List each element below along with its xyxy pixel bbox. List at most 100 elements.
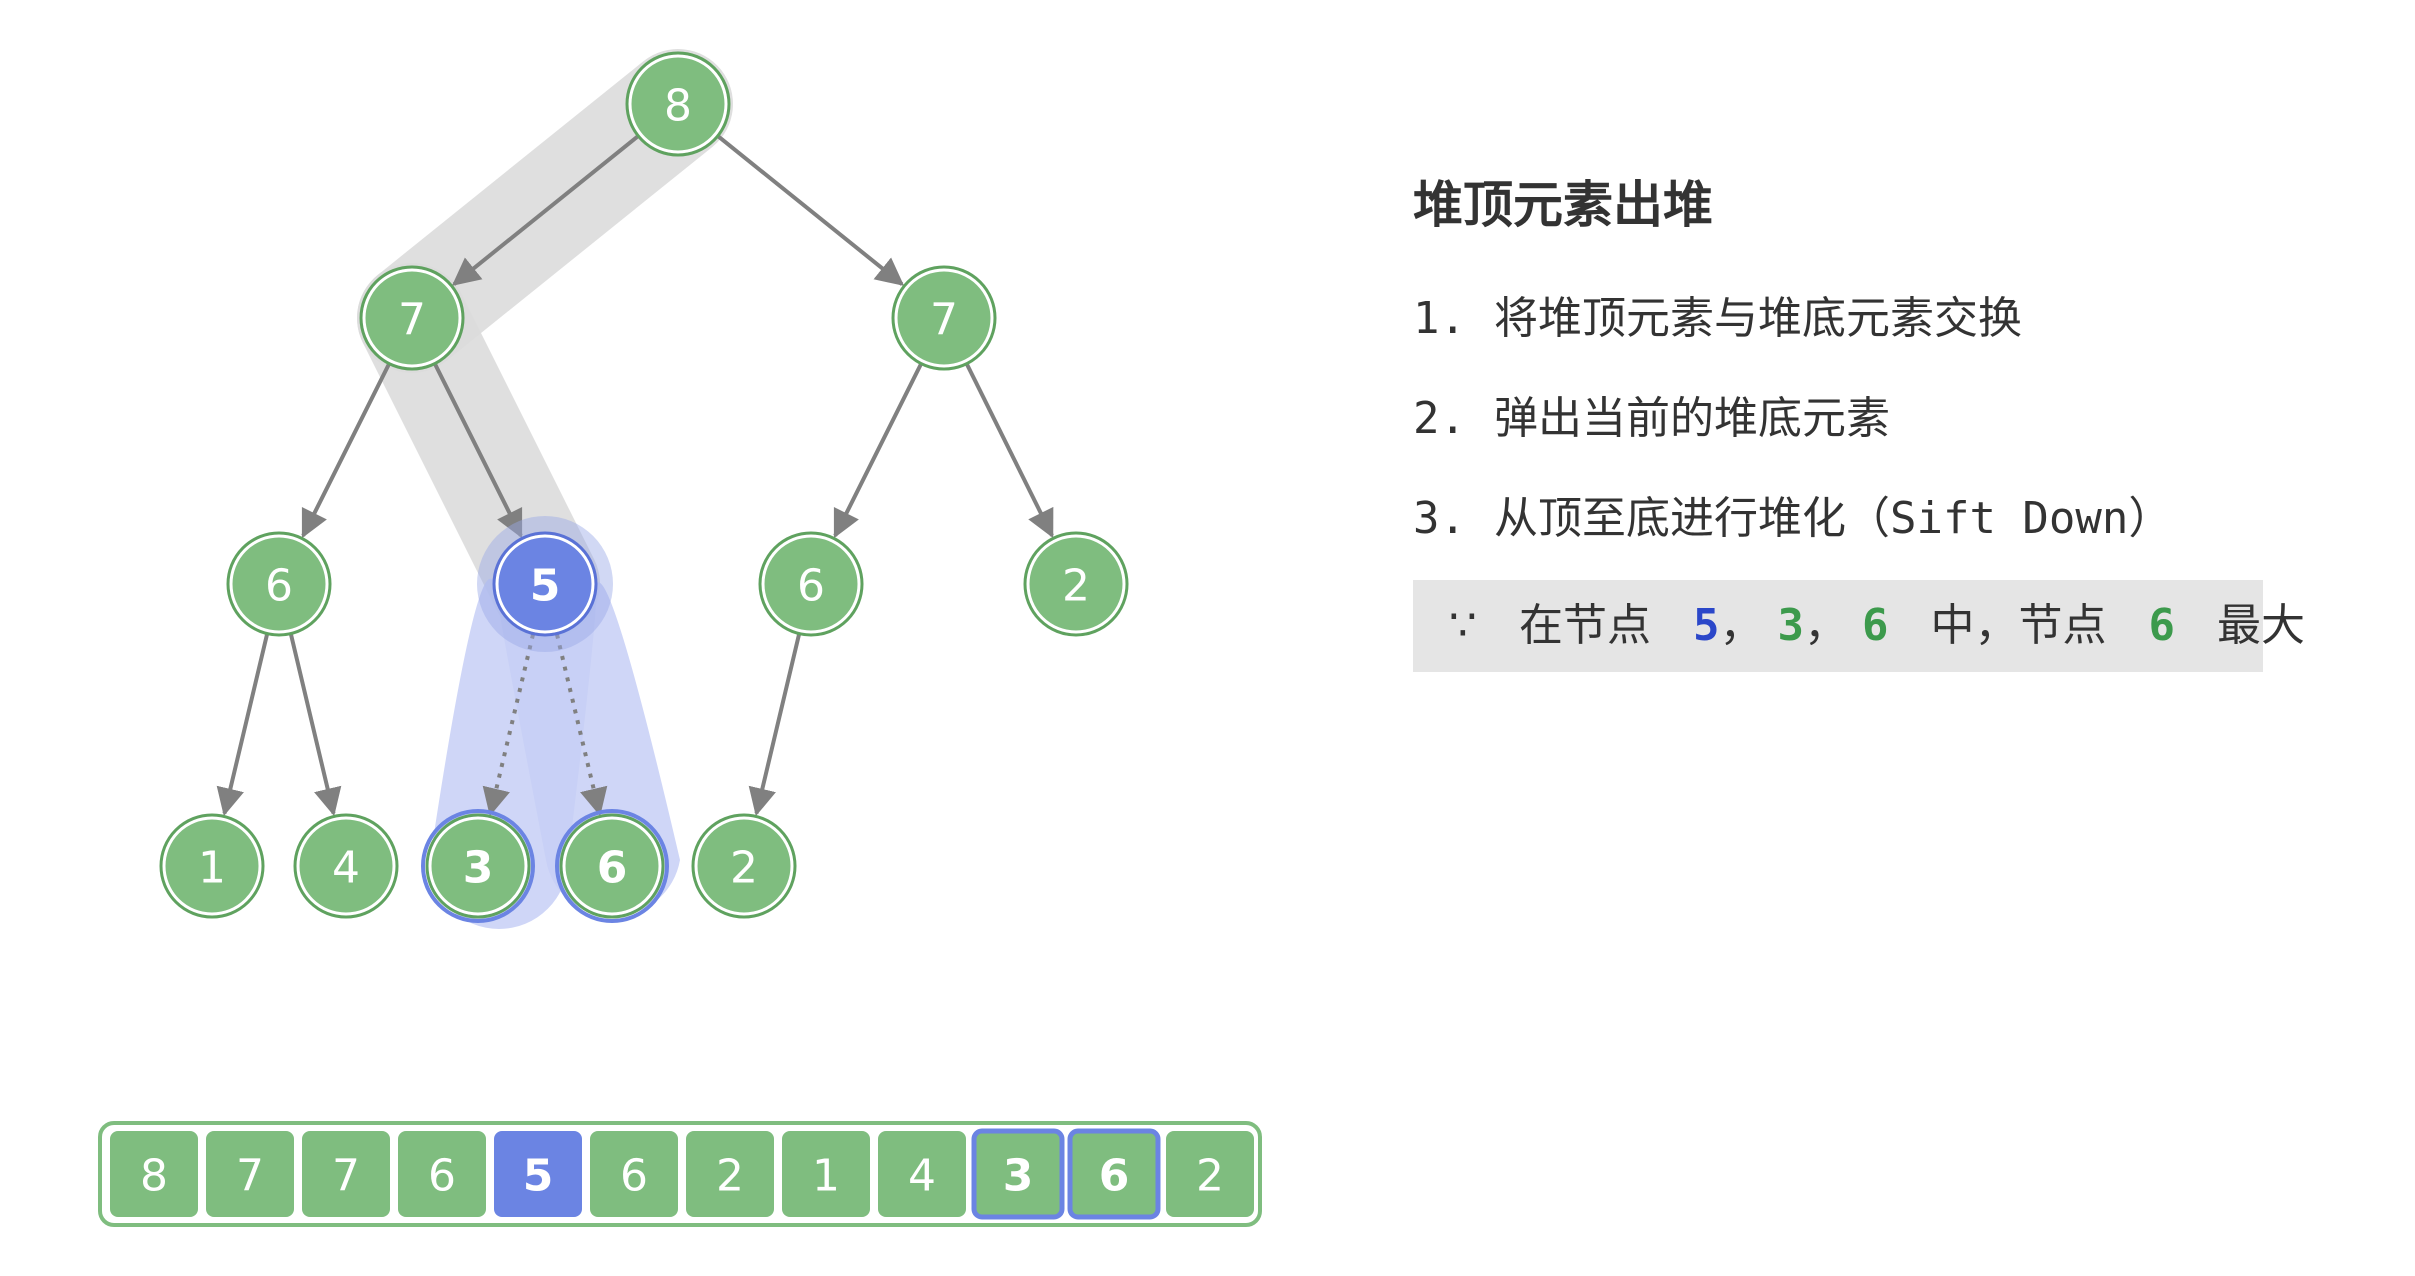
note-comma: ，: [1804, 600, 1848, 651]
array-cell: [302, 1131, 390, 1217]
heap-edge: [717, 135, 905, 286]
step-number: 3.: [1413, 493, 1466, 544]
array-frame: [98, 1121, 1262, 1227]
paren-close: ）: [2128, 493, 2173, 544]
node-circle: [761, 534, 861, 634]
array-cell-value: 5: [523, 1151, 554, 1202]
heap-node: 2: [1023, 531, 1129, 637]
step-text: 弹出当前的堆底元素: [1493, 393, 1890, 444]
heap-edge: [833, 363, 923, 539]
array-cell-value: 1: [812, 1151, 840, 1202]
array-cell-value: 6: [428, 1151, 456, 1202]
child-highlight-ring: [421, 809, 535, 923]
heap-node: 7: [359, 265, 465, 371]
node-circle: [694, 816, 794, 916]
compare-edge: [482, 634, 535, 817]
note-value: 6: [2148, 600, 2176, 651]
heap-edge: [433, 363, 523, 539]
node-border: [159, 813, 265, 919]
heap-node-current: 5: [477, 516, 613, 652]
node-border: [226, 531, 332, 637]
heap-node-child: 6: [555, 809, 669, 923]
heap-node: 6: [226, 531, 332, 637]
array-cell-value: 4: [908, 1151, 936, 1202]
node-value: 7: [398, 295, 426, 346]
node-value: 5: [530, 561, 561, 612]
array-cell-child: [1067, 1128, 1161, 1220]
node-value: 4: [332, 843, 360, 894]
array-cell: [590, 1131, 678, 1217]
array-cell-value: 7: [236, 1151, 264, 1202]
node-border: [891, 265, 997, 371]
array-cell-value: 7: [332, 1151, 360, 1202]
step-text: 从顶至底进行堆化: [1493, 493, 1846, 544]
node-border: [625, 51, 731, 157]
node-circle: [362, 268, 462, 368]
array-cell: [878, 1131, 966, 1217]
because-symbol: ∵: [1449, 600, 1477, 651]
heap-node: 2: [691, 813, 797, 919]
heap-edge: [451, 135, 639, 286]
array-cell-value: 6: [1099, 1151, 1130, 1202]
node-border: [1023, 531, 1129, 637]
array-cell-value: 2: [1196, 1151, 1224, 1202]
note-box: ∵ 在节点 5， 3， 6 中，节点 6 最大: [1413, 580, 2305, 672]
array-cell-value: 8: [140, 1151, 168, 1202]
array-cell: [782, 1131, 870, 1217]
array-cell: [206, 1131, 294, 1217]
heap-node: 7: [891, 265, 997, 371]
node-value: 3: [463, 843, 494, 894]
heap-node: 8: [625, 51, 731, 157]
node-value: 2: [730, 843, 758, 894]
child-highlight-ring: [555, 809, 669, 923]
info-panel: 堆顶元素出堆 1.将堆顶元素与堆底元素交换 2. 弹出当前的堆底元素 3. 从顶至底…: [1413, 170, 2343, 672]
node-value: 2: [1062, 561, 1090, 612]
node-border: [425, 813, 531, 919]
node-value: 1: [198, 843, 226, 894]
step-2: 2. 弹出当前的堆底元素: [1413, 388, 2343, 450]
step-1: 1.将堆顶元素与堆底元素交换: [1413, 288, 2343, 350]
node-border: [691, 813, 797, 919]
node-circle: [562, 816, 662, 916]
compare-edge: [555, 634, 608, 817]
array-cell-child: [971, 1128, 1065, 1220]
node-border: [559, 813, 665, 919]
note-prefix: 在节点: [1519, 600, 1651, 651]
array-cell-value: 6: [620, 1151, 648, 1202]
heap-edge: [748, 634, 801, 817]
note-middle: 中，节点: [1930, 600, 2107, 651]
node-value: 8: [664, 81, 692, 132]
node-border: [758, 531, 864, 637]
array-cell: [1166, 1131, 1254, 1217]
node-value: 7: [930, 295, 958, 346]
panel-title: 堆顶元素出堆: [1413, 176, 1713, 234]
node-value: 6: [797, 561, 825, 612]
array-cell-value: 2: [716, 1151, 744, 1202]
heap-node-child: 3: [421, 809, 535, 923]
paren-open: （: [1845, 493, 1890, 544]
note-value: 6: [1862, 600, 1889, 651]
note-comma: ，: [1719, 600, 1764, 651]
node-border: [293, 813, 399, 919]
step-number: 2.: [1413, 393, 1466, 444]
array-cell: [398, 1131, 486, 1217]
step-text: 将堆顶元素与堆底元素交换: [1493, 293, 2022, 344]
heap-edge: [965, 363, 1054, 539]
step-3: 3. 从顶至底进行堆化（Sift Down）: [1413, 488, 2343, 550]
note-value: 5: [1693, 600, 1720, 651]
heap-node: 6: [758, 531, 864, 637]
heap-edge: [216, 634, 269, 817]
note-value: 3: [1777, 600, 1805, 651]
node-circle: [894, 268, 994, 368]
node-circle: [229, 534, 329, 634]
heap-node: 4: [293, 813, 399, 919]
node-circle: [296, 816, 396, 916]
step-text-en: Sift Down: [1889, 493, 2129, 544]
node-circle: [495, 534, 595, 634]
heap-node: 1: [159, 813, 265, 919]
node-border: [359, 265, 465, 371]
node-value: 6: [265, 561, 293, 612]
node-circle: [1026, 534, 1126, 634]
node-circle: [628, 54, 728, 154]
